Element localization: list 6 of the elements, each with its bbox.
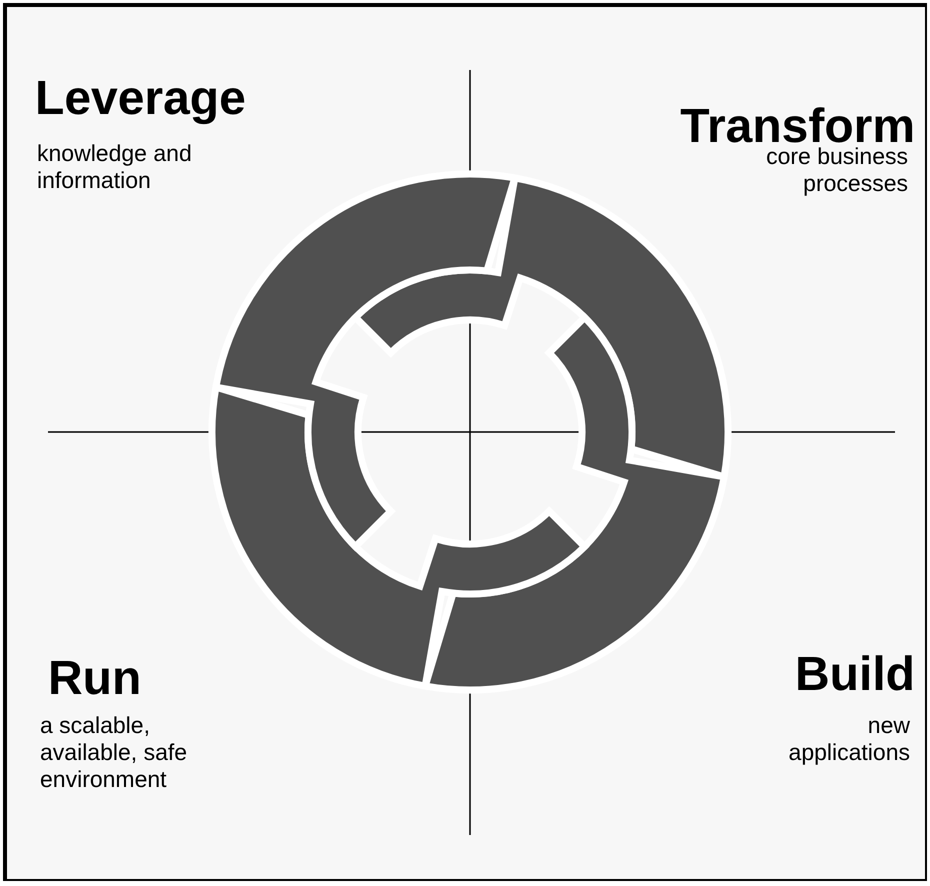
quadrant-description: a scalable, available, safe environment [40, 712, 188, 793]
quadrant-heading: Leverage [35, 72, 246, 126]
quadrant-description: knowledge and information [37, 140, 193, 194]
quadrant-heading: Build [795, 648, 915, 702]
quadrant-heading: Run [48, 652, 142, 706]
quadrant-description: new applications [788, 712, 910, 766]
